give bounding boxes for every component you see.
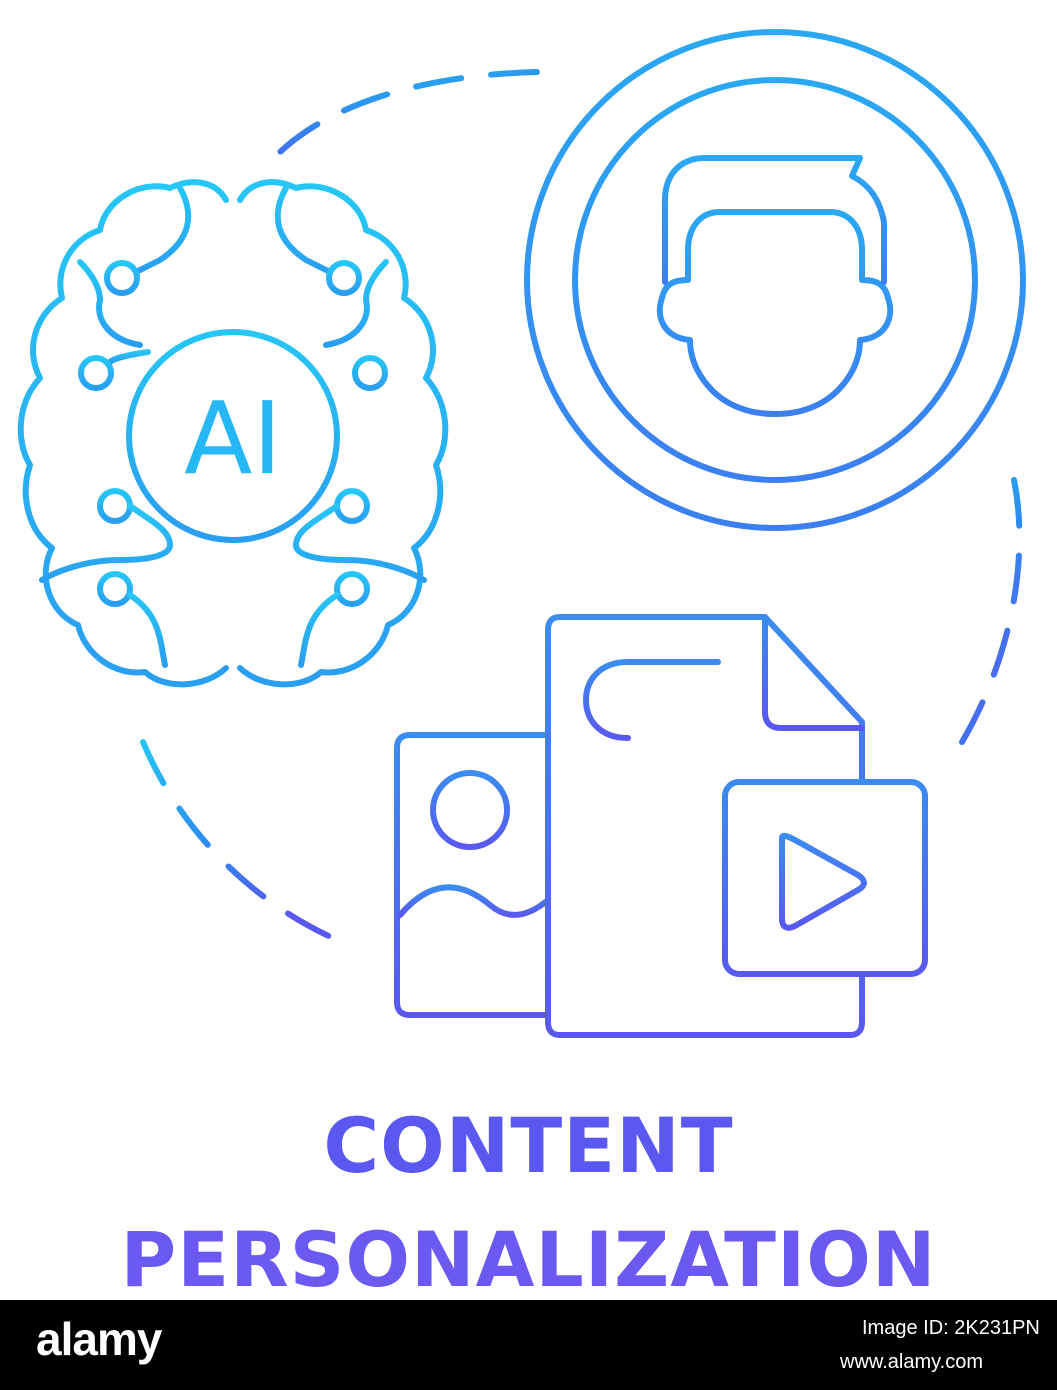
site-url-text: www.alamy.com [840,1351,983,1373]
headline-line-2: PERSONALIZATION [120,1215,937,1304]
watermark-bar [0,1300,1057,1390]
image-id-text: Image ID: 2K231PN [862,1317,1040,1339]
play-icon [779,832,867,931]
image-card-icon [394,732,551,1018]
headline-line-1: CONTENT [323,1101,734,1190]
ai-brain-label: AI [184,380,282,497]
illustration-svg: AI [17,1,1055,1038]
document-icon [545,614,865,1038]
ai-brain-icon [17,179,449,688]
dashed-cycle-arc [140,69,1023,941]
target-person-icon [492,1,1055,559]
illustration: AI [17,1,1055,1038]
alamy-logo: alamy [36,1313,162,1365]
video-card-icon [722,779,928,977]
